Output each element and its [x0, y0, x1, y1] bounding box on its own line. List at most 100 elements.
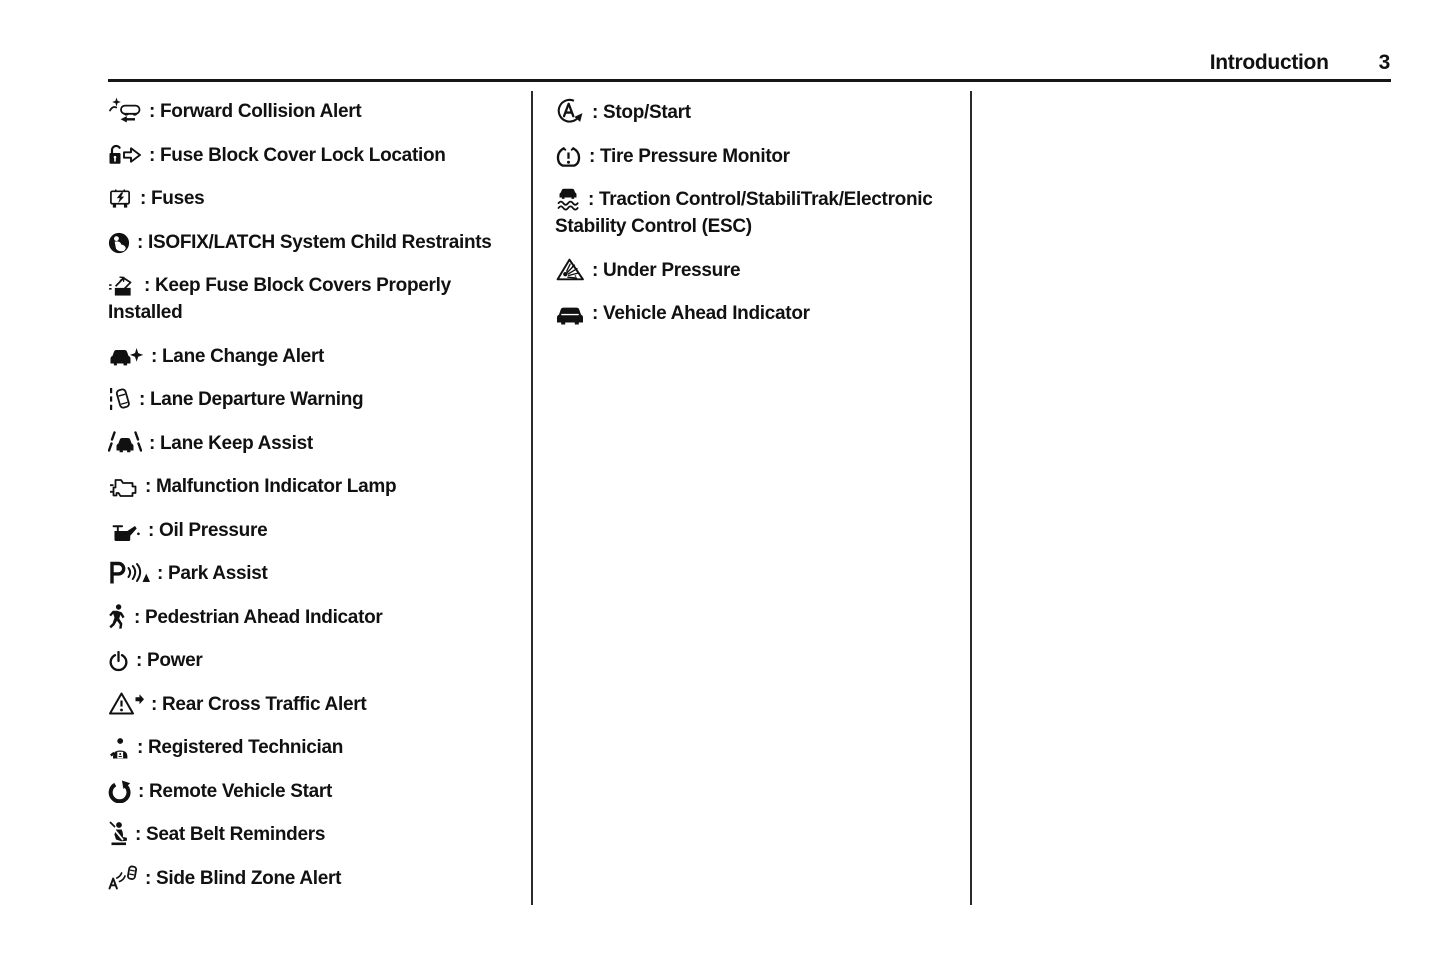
colon-separator: :: [144, 432, 160, 454]
lane-departure-warning-icon: [108, 387, 132, 411]
colon-separator: :: [584, 145, 600, 167]
legend-item: : Lane Keep Assist: [108, 430, 512, 457]
legend-item: : Oil Pressure: [108, 517, 512, 544]
legend-item-label: Park Assist: [168, 563, 268, 584]
legend-item: : Under Pressure: [555, 257, 967, 284]
legend-item-label: Lane Keep Assist: [160, 432, 313, 454]
tire-pressure-monitor-icon: [555, 145, 582, 168]
legend-item-label: ISOFIX/LATCH System Child Restraints: [148, 231, 492, 253]
colon-separator: :: [144, 101, 160, 122]
rear-cross-traffic-alert-icon: [108, 691, 144, 716]
malfunction-indicator-lamp-icon: [108, 476, 138, 498]
legend-item-label: Forward Collision Alert: [160, 101, 362, 122]
legend-item-label: Keep Fuse Block Covers Properly Installe…: [108, 275, 451, 323]
legend-item: : Lane Departure Warning: [108, 386, 512, 413]
traction-control-icon: [555, 187, 581, 211]
column-divider: [970, 91, 972, 905]
colon-separator: :: [135, 188, 151, 209]
page-title: Introduction: [1209, 51, 1329, 74]
legend-item: : Remote Vehicle Start: [108, 778, 512, 805]
colon-separator: :: [140, 476, 156, 497]
legend-item: : Stop/Start: [555, 97, 967, 126]
legend-item: : Fuse Block Cover Lock Location: [108, 142, 512, 169]
legend-item-label: Rear Cross Traffic Alert: [162, 693, 367, 715]
legend-item-label: Power: [147, 650, 203, 671]
fuse-block-cover-lock-icon: [108, 143, 142, 167]
side-blind-zone-alert-icon: [108, 865, 138, 890]
stop-start-icon: [555, 97, 585, 124]
legend-item-label: Registered Technician: [148, 737, 344, 758]
legend-item-label: Malfunction Indicator Lamp: [156, 476, 397, 497]
park-assist-icon: [108, 561, 150, 585]
colon-separator: :: [131, 650, 147, 671]
oil-pressure-icon: [108, 521, 141, 542]
colon-separator: :: [583, 189, 599, 210]
column-divider: [531, 91, 533, 905]
colon-separator: :: [140, 867, 156, 889]
colon-separator: :: [139, 275, 155, 296]
lane-change-alert-icon: [108, 344, 144, 368]
colon-separator: :: [144, 144, 160, 166]
under-pressure-icon: [555, 257, 585, 282]
legend-item: : Vehicle Ahead Indicator: [555, 300, 967, 327]
legend-item: : Pedestrian Ahead Indicator: [108, 604, 512, 631]
colon-separator: :: [132, 737, 148, 758]
colon-separator: :: [134, 389, 150, 410]
legend-item-label: Pedestrian Ahead Indicator: [145, 606, 383, 628]
colon-separator: :: [587, 102, 603, 123]
pedestrian-ahead-icon: [108, 604, 127, 629]
legend-item-label: Remote Vehicle Start: [149, 780, 333, 802]
legend-item: : Forward Collision Alert: [108, 97, 512, 125]
legend-item-label: Side Blind Zone Alert: [156, 867, 342, 889]
legend-item: : Park Assist: [108, 560, 512, 587]
colon-separator: :: [129, 606, 145, 628]
colon-separator: :: [146, 693, 162, 715]
page-number: 3: [1378, 51, 1391, 74]
remote-vehicle-start-icon: [108, 780, 131, 803]
legend-item-label: Oil Pressure: [159, 519, 268, 541]
seat-belt-reminders-icon: [108, 821, 128, 846]
legend-item-label: Fuses: [151, 188, 205, 209]
legend-item: : Fuses: [108, 185, 512, 212]
registered-technician-icon: [108, 737, 130, 759]
colon-separator: :: [587, 303, 603, 324]
colon-separator: :: [132, 231, 148, 253]
legend-item: : Registered Technician: [108, 734, 512, 761]
legend-item-label: Vehicle Ahead Indicator: [603, 303, 810, 324]
vehicle-ahead-indicator-icon: [555, 304, 585, 325]
legend-item: : ISOFIX/LATCH System Child Restraints: [108, 229, 512, 256]
legend-item: : Malfunction Indicator Lamp: [108, 473, 512, 500]
colon-separator: :: [152, 563, 168, 584]
legend-item: : Traction Control/StabiliTrak/Electroni…: [555, 186, 967, 240]
legend-item-label: Tire Pressure Monitor: [600, 145, 790, 167]
legend-column-middle: : Stop/Start : Tire Pressure Monitor : T…: [555, 97, 967, 344]
colon-separator: :: [133, 780, 149, 802]
legend-item-label: Lane Departure Warning: [150, 389, 364, 410]
legend-item: : Rear Cross Traffic Alert: [108, 691, 512, 718]
fuses-icon: [108, 187, 133, 210]
legend-item-label: Lane Change Alert: [162, 345, 325, 367]
legend-item-label: Under Pressure: [603, 259, 741, 281]
legend-item-label: Seat Belt Reminders: [146, 824, 326, 845]
power-icon: [108, 651, 129, 672]
colon-separator: :: [143, 519, 159, 541]
isofix-latch-icon: [108, 232, 130, 254]
colon-separator: :: [130, 824, 146, 845]
legend-item: : Side Blind Zone Alert: [108, 865, 512, 892]
colon-separator: :: [146, 345, 162, 367]
header-rule: [108, 79, 1391, 82]
legend-item: : Power: [108, 647, 512, 674]
lane-keep-assist-icon: [108, 431, 142, 455]
colon-separator: :: [587, 259, 603, 281]
legend-item: : Seat Belt Reminders: [108, 821, 512, 848]
legend-item: : Keep Fuse Block Covers Properly Instal…: [108, 272, 512, 326]
legend-column-left: : Forward Collision Alert : Fuse Block C…: [108, 97, 512, 908]
forward-collision-alert-icon: [108, 97, 142, 123]
page-header: Introduction 3: [1209, 51, 1391, 75]
legend-item-label: Stop/Start: [603, 102, 691, 123]
legend-item-label: Fuse Block Cover Lock Location: [160, 144, 446, 166]
legend-item: : Lane Change Alert: [108, 343, 512, 370]
keep-fuse-block-covers-icon: [108, 274, 137, 297]
legend-item: : Tire Pressure Monitor: [555, 143, 967, 170]
